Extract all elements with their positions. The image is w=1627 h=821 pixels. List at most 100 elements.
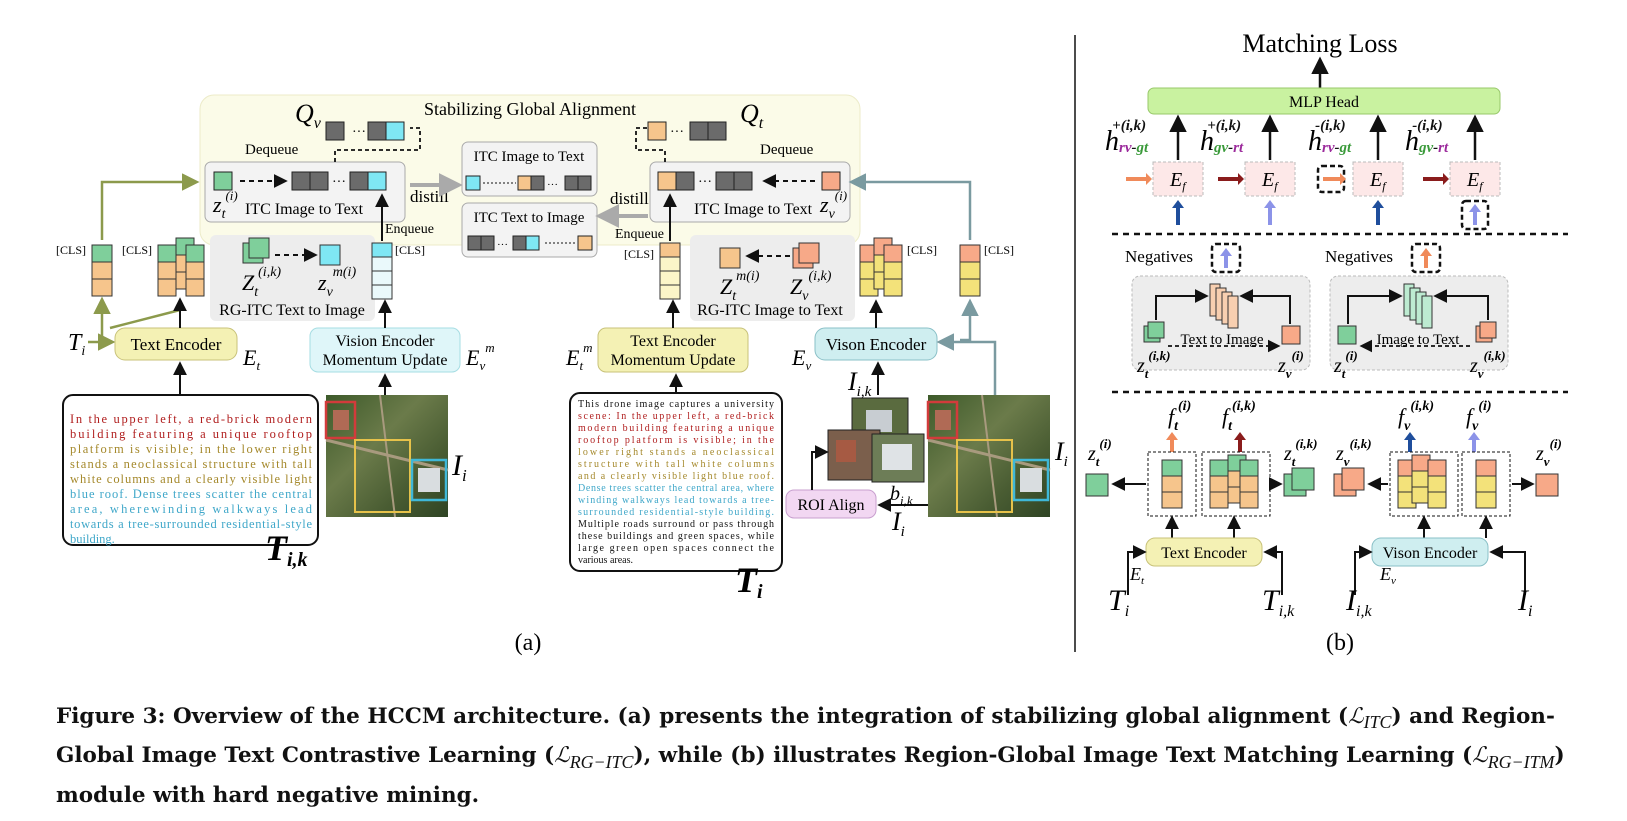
text-encoder-a-label: Text Encoder <box>131 335 222 354</box>
caption-line: lower right stands a neoclassical <box>578 447 774 458</box>
caption-line: these buildings and green spaces, while <box>578 531 775 542</box>
caption-part3: ), while (b) illustrates Region-Global I… <box>633 743 1473 769</box>
caption-line: building featuring a unique rooftop <box>70 427 312 441</box>
distill-right: distill <box>610 189 649 208</box>
text-to-image-negatives <box>1143 283 1301 345</box>
aerial-image-left <box>324 394 449 518</box>
vision-momentum-stack <box>371 242 393 300</box>
caption-line: white columns and a clearly visible ligh… <box>70 472 313 486</box>
caption-line: towards a tree-surrounded residential-st… <box>70 517 312 531</box>
dequeue-right: Dequeue <box>760 142 814 158</box>
bik-label: bi,k <box>890 483 913 508</box>
caption-line: blue roof. Dense trees scatter the centr… <box>70 487 313 501</box>
svg-text:···: ··· <box>497 239 508 251</box>
panel-b-label: (b) <box>1326 630 1354 656</box>
fusion-encoders: Ef Ef Ef Ef <box>1152 161 1501 197</box>
queue-qv: ··· <box>325 121 405 141</box>
caption-sub2: RG−ITC <box>569 751 634 772</box>
text-features-b <box>1161 454 1259 509</box>
caption-line: platform is visible; in the lower right <box>70 442 313 456</box>
qt-label: Qt <box>740 99 764 132</box>
caption-part2: ) and Region-Global Image Text Contrasti… <box>56 704 1555 769</box>
cls-stack-right <box>959 244 981 297</box>
vision-encoder-momentum-line2: Momentum Update <box>323 352 448 369</box>
vision-token-stack <box>859 237 903 297</box>
fv-i: fv(i) <box>1466 399 1492 434</box>
ft-i: ft(i) <box>1168 399 1191 434</box>
caption-math2: ℒ <box>554 743 570 768</box>
h-rv-gt-neg: hrv-gt-(i,k) <box>1308 118 1352 157</box>
h-gv-rt-neg: hgv-rt-(i,k) <box>1405 118 1449 157</box>
ii-b: Ii <box>1517 584 1532 620</box>
caption-right: This drone image captures a universitysc… <box>578 399 775 566</box>
mlp-head <box>1147 87 1501 115</box>
et-b: Et <box>1129 564 1145 587</box>
vision-encoder-momentum-line1: Vision Encoder <box>335 333 435 350</box>
image-to-text-negatives <box>1337 283 1497 345</box>
caption-part1: Figure 3: Overview of the HCCM architect… <box>56 704 1349 729</box>
et-label: Et <box>242 345 260 373</box>
iik-label: Ii,k <box>847 367 872 400</box>
distill-left: distill <box>410 187 449 206</box>
caption-line: stands a neoclassical structure with tal… <box>70 457 313 471</box>
enqueue-left: Enqueue <box>385 222 434 237</box>
ev-m-label: Evm <box>465 340 495 373</box>
cls-label-text-tokens: [CLS] <box>122 243 152 257</box>
text-encoder-momentum-line2: Momentum Update <box>611 352 736 369</box>
itc-image-to-text-right: ITC Image to Text <box>694 201 813 218</box>
roi-align-label: ROI Align <box>797 497 864 514</box>
caption-line: area, wherewinding walkways lead <box>70 502 313 516</box>
svg-text:···: ··· <box>547 179 558 191</box>
svg-text:···: ··· <box>670 125 684 140</box>
caption-line: scene: In the upper left, a red-brick <box>578 411 774 422</box>
zt-ik-b: zt(i,k) <box>1283 436 1317 469</box>
tik-b: Ti,k <box>1262 584 1295 620</box>
caption-line: winding walkways lead towards a tree- <box>578 495 774 506</box>
cls-label-vision-tokens: [CLS] <box>907 243 937 257</box>
region-crops <box>827 397 925 483</box>
caption-left: In the upper left, a red-brick modernbui… <box>70 412 313 546</box>
ti-b: Ti <box>1108 584 1129 620</box>
ft-ik: ft(i,k) <box>1222 399 1256 434</box>
caption-math3: ℒ <box>1472 743 1488 768</box>
matching-loss: Matching Loss <box>1242 29 1397 58</box>
text-token-stack <box>157 237 205 297</box>
zv-ik-b: zv(i,k) <box>1335 436 1372 469</box>
svg-text:···: ··· <box>352 125 366 140</box>
negatives-right: Negatives <box>1325 247 1393 266</box>
itc-text-to-image-center: ITC Text to Image <box>474 210 585 226</box>
ti-label-a: Ti <box>68 330 85 359</box>
cls-label-vision: [CLS] <box>395 243 425 257</box>
figure: Stabilizing Global Alignment Qv Qt ··· ·… <box>56 29 1568 656</box>
cls-label-text-momentum: [CLS] <box>624 247 654 261</box>
cls-label-right: [CLS] <box>984 243 1014 257</box>
zt-i-b: zt(i) <box>1087 436 1112 469</box>
cls-stack-left <box>91 244 113 297</box>
caption-line: In the upper left, a red-brick modern <box>70 412 313 426</box>
vison-encoder-b-label: Vison Encoder <box>1383 545 1478 562</box>
mlp-head-label: MLP Head <box>1289 94 1359 111</box>
text-to-image-label: Text to Image <box>1180 332 1263 348</box>
figure-caption: Figure 3: Overview of the HCCM architect… <box>56 700 1586 812</box>
rg-itc-text-to-image: RG-ITC Text to Image <box>219 302 365 319</box>
ii-label-right: Ii <box>1054 437 1068 470</box>
stabilizing-title: Stabilizing Global Alignment <box>424 99 636 119</box>
caption-line: various areas. <box>578 555 633 566</box>
caption-line: This drone image captures a university <box>578 399 774 410</box>
caption-part4: ) module with hard negative mining. <box>56 743 1565 808</box>
svg-text:···: ··· <box>698 175 712 190</box>
caption-line: Multiple roads surround or pass through <box>578 519 774 530</box>
text-encoder-a <box>114 327 238 361</box>
svg-text:···: ··· <box>332 175 346 190</box>
enqueue-right: Enqueue <box>615 227 664 242</box>
h-rv-gt-pos: hrv-gt+(i,k) <box>1105 118 1149 157</box>
caption-line: and a clearly visible light blue roof. <box>578 471 774 482</box>
rg-itc-image-to-text: RG-ITC Image to Text <box>697 302 843 319</box>
caption-line: modern building featuring a unique <box>578 423 775 434</box>
caption-line: surrounded residential-style building. <box>578 507 774 518</box>
caption-line: Dense trees scatter the central area, wh… <box>578 483 775 494</box>
caption-math1: ℒ <box>1348 704 1364 728</box>
zv-i-b: zv(i) <box>1535 436 1562 469</box>
h-gv-rt-pos: hgv-rt+(i,k) <box>1200 118 1244 157</box>
itc-image-to-text-left: ITC Image to Text <box>245 201 364 218</box>
